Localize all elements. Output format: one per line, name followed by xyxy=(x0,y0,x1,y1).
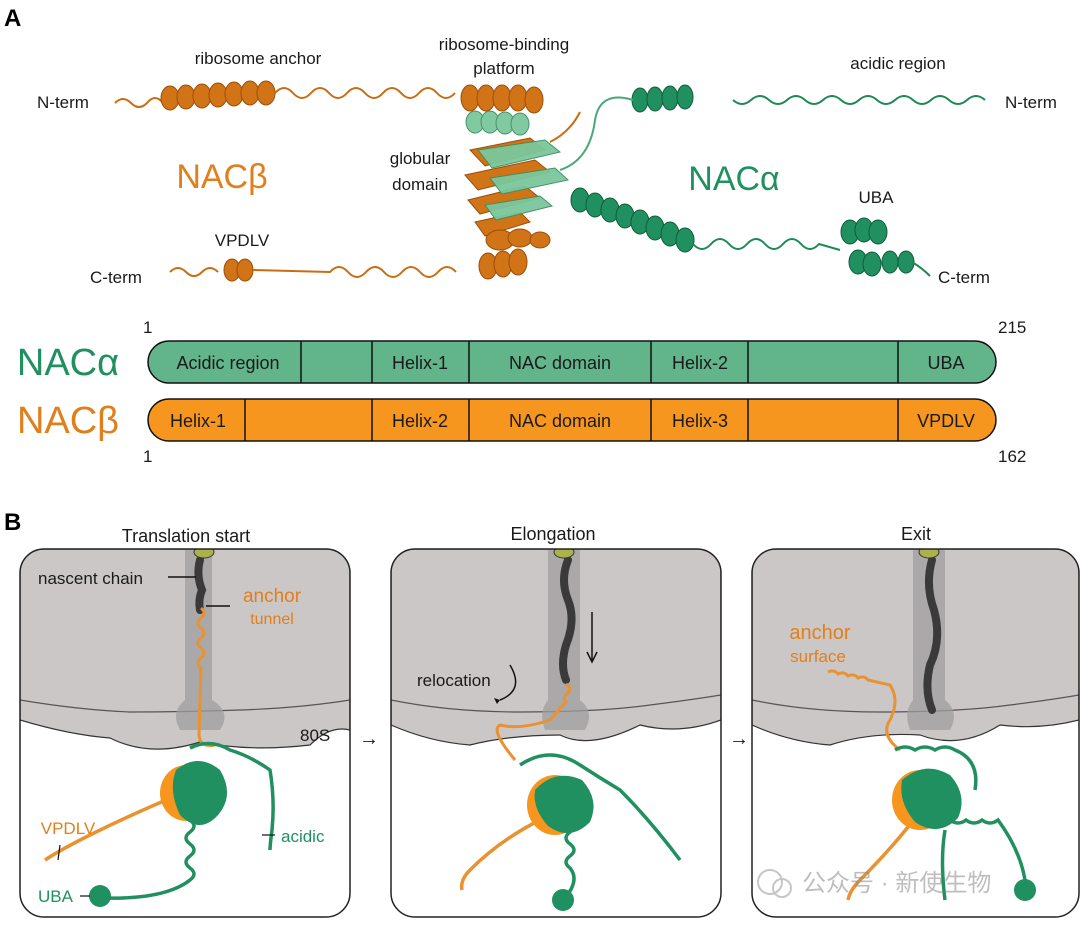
label-uba: UBA xyxy=(859,188,895,207)
nac-beta-anchor-chain xyxy=(196,606,216,747)
label-platform-line1: ribosome-binding xyxy=(439,35,569,54)
label-80s: 80S xyxy=(300,726,330,745)
stage-translation-start xyxy=(19,548,351,918)
alpha-segment-helix-2: Helix-2 xyxy=(672,353,728,373)
uba-domain-structure xyxy=(840,217,915,277)
arrow-1: → xyxy=(359,728,379,750)
alpha-start-number: 1 xyxy=(143,318,152,337)
label-acidic-region: acidic region xyxy=(850,54,945,73)
alpha-end-number: 215 xyxy=(998,318,1026,337)
alpha-segment-uba: UBA xyxy=(927,353,964,373)
label-nascent-chain: nascent chain xyxy=(38,569,143,588)
label-relocation: relocation xyxy=(417,671,491,690)
label-nac-beta: NACβ xyxy=(176,158,267,196)
alpha-segment-nac-domain: NAC domain xyxy=(509,353,611,373)
label-nac-alpha: NACα xyxy=(688,160,779,198)
label-vpdlv-b: VPDLV xyxy=(41,819,96,838)
label-globular-line2: domain xyxy=(392,175,448,194)
label-platform-line2: platform xyxy=(473,59,534,78)
label-globular-line1: globular xyxy=(390,149,451,168)
domain-bar-beta xyxy=(147,398,997,442)
label-vpdlv: VPDLV xyxy=(215,231,270,250)
label-ribosome-anchor: ribosome anchor xyxy=(195,49,322,68)
watermark-text: 公众号 · 新使生物 xyxy=(802,870,991,897)
alpha-segment-helix-1: Helix-1 xyxy=(392,353,448,373)
label-anchor-tunnel-line2: tunnel xyxy=(250,611,294,628)
alpha-long-helix xyxy=(570,187,695,253)
alpha-segment-acidic-region: Acidic region xyxy=(176,353,279,373)
panel-a-letter: A xyxy=(4,5,21,32)
uba-tail xyxy=(99,818,196,900)
acidic-region-helix xyxy=(631,84,694,113)
nac-alpha-structure xyxy=(465,84,986,277)
label-anchor-surface-line1: anchor xyxy=(789,622,850,644)
label-acidic-b: acidic xyxy=(281,827,325,846)
domain-map-alpha-name: NACα xyxy=(17,342,119,384)
vpdlv-helix xyxy=(223,258,254,282)
beta-start-number: 1 xyxy=(143,447,152,466)
globular-domain-alpha xyxy=(465,110,570,221)
stage-elongation xyxy=(390,548,722,918)
beta-segment-helix-1: Helix-1 xyxy=(170,411,226,431)
beta-segment-vpdlv: VPDLV xyxy=(917,411,975,431)
nascent-chain xyxy=(194,556,207,614)
uba-domain-ball xyxy=(89,885,111,907)
beta-segment-nac-domain: NAC domain xyxy=(509,411,611,431)
panel-b-letter: B xyxy=(4,509,21,536)
label-c-term-right: C-term xyxy=(938,268,990,287)
label-c-term-left: C-term xyxy=(90,268,142,287)
watermark: 公众号 · 新使生物 xyxy=(757,869,991,898)
alpha-dividers xyxy=(300,341,899,383)
domain-bar-alpha xyxy=(147,340,997,384)
nascent-chain-exit xyxy=(923,556,942,714)
label-anchor-surface-line2: surface xyxy=(790,647,846,666)
ribosome-anchor-helix xyxy=(160,80,276,111)
label-uba-b: UBA xyxy=(38,887,74,906)
label-n-term-right: N-term xyxy=(1005,93,1057,112)
label-anchor-tunnel-line1: anchor xyxy=(243,586,302,607)
beta-segment-helix-2: Helix-2 xyxy=(392,411,448,431)
vpdlv-tail xyxy=(44,793,179,862)
stage-title-translation-start: Translation start xyxy=(122,526,250,546)
stage-exit xyxy=(751,548,1080,918)
beta-dividers xyxy=(244,399,899,441)
stage-title-elongation: Elongation xyxy=(510,524,595,544)
arrow-2: → xyxy=(729,728,749,750)
label-n-term-left: N-term xyxy=(37,93,89,112)
nascent-chain-elongation xyxy=(559,556,576,684)
beta-segment-helix-3: Helix-3 xyxy=(672,411,728,431)
domain-map-beta-name: NACβ xyxy=(17,400,119,442)
stage-title-exit: Exit xyxy=(901,524,931,544)
nac-alpha-globule xyxy=(172,761,228,825)
beta-end-number: 162 xyxy=(998,447,1026,466)
